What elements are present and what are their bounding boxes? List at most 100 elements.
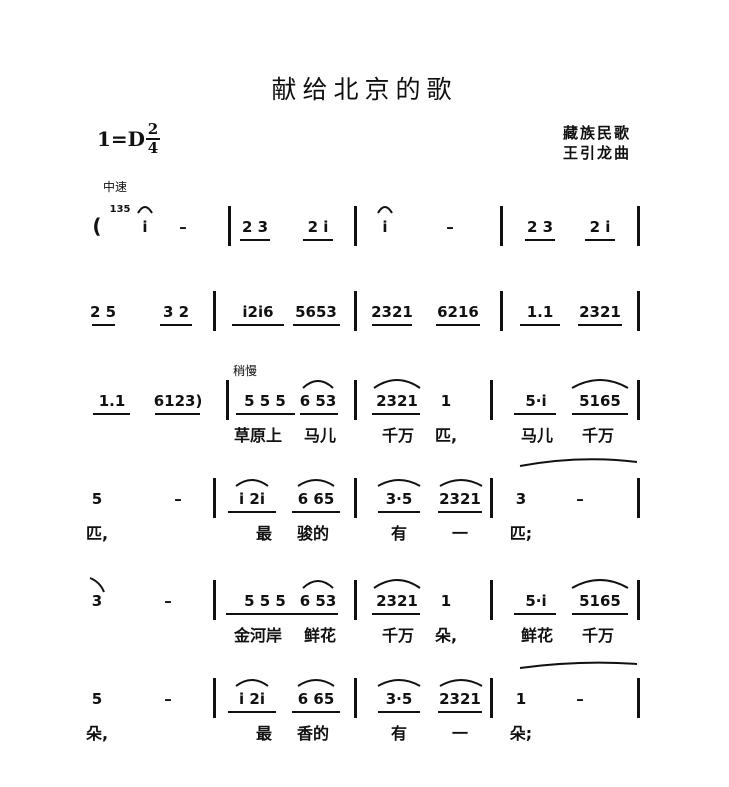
- note-group: 135: [109, 204, 131, 215]
- note-group: 6 53: [299, 592, 337, 610]
- note-group: –: [576, 690, 584, 708]
- lyric-syllable: 一: [451, 724, 469, 743]
- bar-line: [213, 678, 216, 718]
- bar-line: [213, 291, 216, 331]
- lyric-syllable: 骏的: [296, 524, 330, 543]
- bar-line: [354, 678, 357, 718]
- note-group: i2i6: [242, 303, 274, 321]
- note-group: 3: [91, 592, 103, 610]
- note-group: 2321: [371, 303, 413, 321]
- lyric-syllable: 马儿: [303, 426, 337, 445]
- slur: [571, 379, 629, 389]
- lyric-syllable: 鲜花: [303, 626, 337, 645]
- note-group: 3·5: [385, 690, 413, 708]
- bar-line: [354, 206, 357, 246]
- lyric-syllable: 千万: [381, 426, 415, 445]
- note-group: 1: [440, 592, 452, 610]
- lyric-syllable: 朵,: [434, 626, 458, 645]
- note-group: 2 3: [241, 218, 269, 236]
- origin-credit: 藏族民歌: [563, 124, 632, 142]
- note-group: 1.1: [526, 303, 554, 321]
- fermata: [137, 206, 153, 214]
- bar-line: [637, 580, 640, 620]
- slur: [302, 580, 334, 589]
- lyric-syllable: 朵;: [509, 724, 533, 743]
- note-group: –: [174, 490, 182, 508]
- lyric-syllable: 匹,: [434, 426, 458, 445]
- tie: [519, 458, 638, 467]
- slur: [439, 679, 483, 687]
- tempo-initial: 中速: [103, 180, 128, 194]
- note-group: 2321: [376, 592, 418, 610]
- note-group: 3 2: [162, 303, 190, 321]
- note-group: 6 53: [299, 392, 337, 410]
- lyric-syllable: 匹;: [509, 524, 533, 543]
- note-group: 2321: [376, 392, 418, 410]
- note-group: 1: [515, 690, 527, 708]
- note-group: 5165: [579, 392, 621, 410]
- bar-line: [490, 580, 493, 620]
- lyric-syllable: 最: [255, 524, 273, 543]
- bar-line: [228, 206, 231, 246]
- note-group: 2321: [439, 690, 481, 708]
- note-group: –: [164, 690, 172, 708]
- note-group: 5653: [295, 303, 337, 321]
- arranger-credit: 王引龙曲: [563, 144, 632, 162]
- note-group: 2 i: [589, 218, 611, 236]
- bar-line: [637, 291, 640, 331]
- bar-line: [500, 291, 503, 331]
- note-group: 2 i: [307, 218, 329, 236]
- slur: [302, 380, 334, 389]
- note-group: 5 5 5: [244, 592, 286, 610]
- note-group: –: [576, 490, 584, 508]
- slur: [571, 579, 629, 589]
- bar-line: [226, 380, 229, 420]
- lyric-syllable: 草原上: [233, 426, 283, 445]
- slur: [297, 679, 335, 687]
- note-group: i: [142, 218, 148, 236]
- slur: [377, 479, 421, 487]
- bar-line: [213, 478, 216, 518]
- lyric-syllable: 有: [390, 724, 408, 743]
- lyric-syllable: 一: [451, 524, 469, 543]
- note-group: 5165: [579, 592, 621, 610]
- note-group: –: [164, 592, 172, 610]
- note-group: (: [92, 214, 102, 238]
- note-group: 2 3: [526, 218, 554, 236]
- note-group: i: [382, 218, 388, 236]
- note-group: i 2i: [239, 690, 265, 708]
- lyric-syllable: 金河岸: [233, 626, 283, 645]
- time-signature-top: 2: [147, 120, 159, 138]
- lyric-syllable: 马儿: [520, 426, 554, 445]
- tempo-slower: 稍慢: [233, 364, 258, 378]
- bar-line: [490, 478, 493, 518]
- fermata: [377, 206, 393, 214]
- note-group: 2321: [439, 490, 481, 508]
- lyric-syllable: 最: [255, 724, 273, 743]
- lyric-syllable: 千万: [581, 626, 615, 645]
- note-group: –: [446, 218, 454, 236]
- note-group: 6216: [437, 303, 479, 321]
- note-group: 2321: [579, 303, 621, 321]
- bar-line: [354, 380, 357, 420]
- note-group: 5: [91, 490, 103, 508]
- note-group: 3: [515, 490, 527, 508]
- note-group: 6123): [153, 392, 203, 410]
- note-group: 5: [91, 690, 103, 708]
- lyric-syllable: 匹,: [85, 524, 109, 543]
- key-signature: 1=D: [97, 127, 146, 151]
- note-group: 5·i: [525, 392, 547, 410]
- tie: [519, 661, 638, 669]
- tie-end: [89, 577, 105, 593]
- slur: [297, 479, 335, 487]
- slur: [439, 479, 483, 487]
- slur: [377, 679, 421, 687]
- bar-line: [637, 478, 640, 518]
- note-group: 1: [440, 392, 452, 410]
- note-group: i 2i: [239, 490, 265, 508]
- slur: [373, 579, 421, 589]
- bar-line: [490, 678, 493, 718]
- slur: [235, 679, 269, 687]
- time-signature-line: [146, 138, 160, 140]
